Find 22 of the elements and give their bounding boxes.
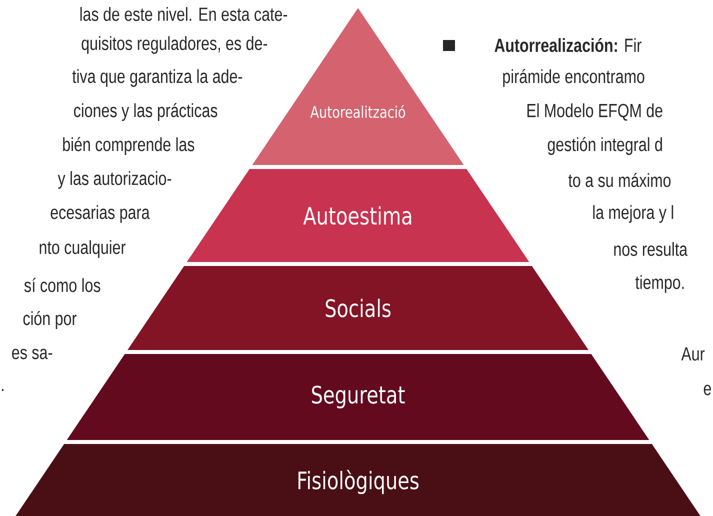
body-text-line: nos resulta bbox=[614, 242, 688, 256]
body-text-line: bién comprende las bbox=[63, 137, 194, 155]
body-text-line: to a su máximo bbox=[568, 172, 671, 188]
body-text-line: Autorrealización: Fir bbox=[494, 38, 642, 52]
pyramid-level: Socials bbox=[128, 266, 588, 350]
body-text-line: tiempo. bbox=[635, 275, 684, 293]
body-text-line: ciones y las prácticas bbox=[74, 103, 218, 121]
body-text-line: la mejora y l bbox=[593, 205, 674, 223]
pyramid-level: Fisiològiques bbox=[12, 444, 704, 516]
pyramid-level: Autoestima bbox=[186, 169, 530, 262]
body-text-line: sí como los bbox=[24, 278, 100, 292]
body-text-line: gestión integral d bbox=[548, 137, 662, 155]
body-text-line: nto cualquier bbox=[40, 240, 126, 258]
body-text-line: . bbox=[2, 388, 4, 391]
body-text-line: pirámide encontramo bbox=[503, 69, 644, 87]
body-text-line: Aur bbox=[681, 347, 705, 361]
body-text-line: ción por bbox=[23, 311, 77, 329]
body-text-line: El Modelo EFQM de bbox=[527, 103, 662, 121]
pyramid-level: Seguretat bbox=[66, 354, 650, 440]
body-text-line: ecesarias para bbox=[50, 205, 150, 223]
body-text-line: e bbox=[704, 384, 711, 396]
body-text-line: es sa- bbox=[12, 348, 52, 360]
